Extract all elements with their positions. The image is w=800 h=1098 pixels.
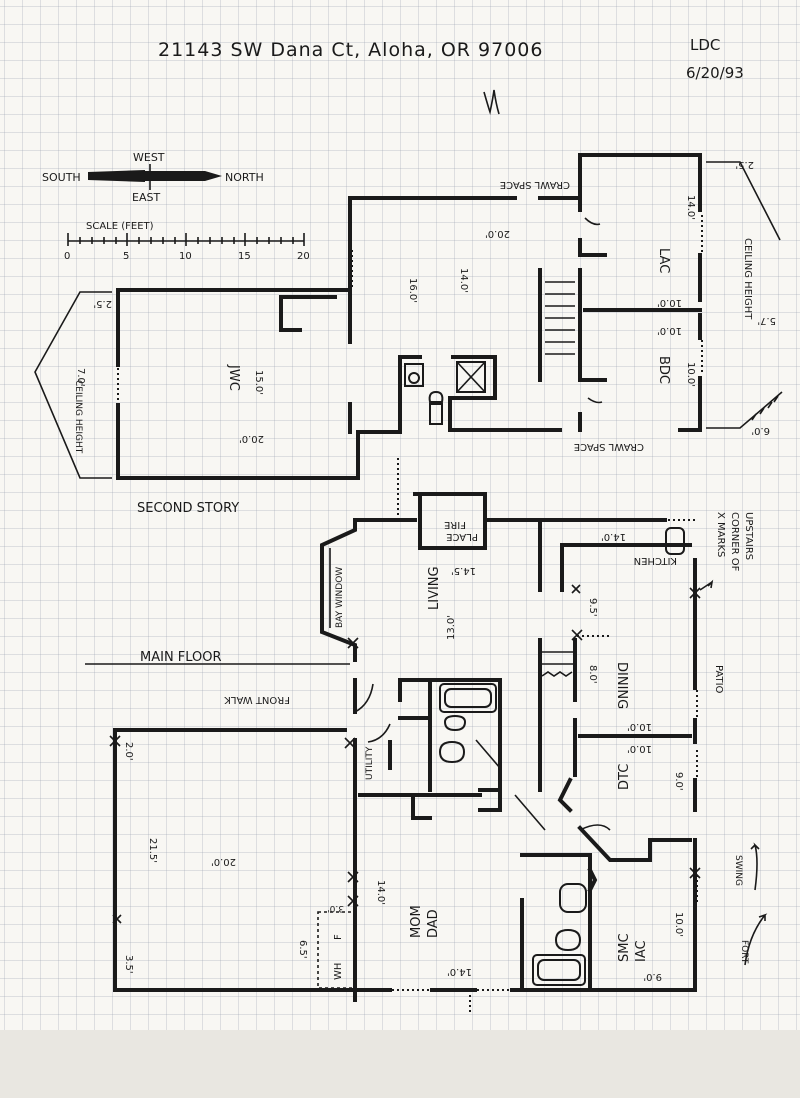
dim-yard-2: 2.0' — [123, 742, 134, 761]
corner-of-label: CORNER OF — [729, 512, 740, 572]
compass-west-label: WEST — [133, 151, 165, 164]
room-dtc: DTC — [617, 764, 632, 790]
room-dining: DINING — [614, 662, 629, 709]
scale-tick-20: 20 — [297, 251, 310, 262]
dim-yard-3-5: 3.5' — [123, 955, 134, 974]
dim-right-5-7: 5.7' — [757, 315, 776, 326]
scribble-mark — [483, 89, 500, 116]
front-walk-label: FRONT WALK — [224, 694, 290, 705]
dim-hall-20: 20.0' — [485, 228, 510, 239]
room-lac: LAC — [656, 248, 671, 273]
dim-hall-14: 14.0' — [458, 268, 469, 293]
scale-bar: SCALE (FEET) 0 5 10 15 20 — [64, 221, 310, 262]
patio-label: PATIO — [713, 665, 724, 694]
dim-hall-16: 16.0' — [407, 278, 418, 303]
second-story-plan: CRAWL SPACE CRAWL SPACE CEILING HEIGHT C… — [34, 153, 783, 516]
dim-smc-10: 10.0' — [673, 912, 684, 937]
scale-label: SCALE (FEET) — [86, 221, 154, 232]
dim-wh-6-5: 6.5' — [297, 940, 308, 959]
compass-north-label: NORTH — [225, 171, 264, 184]
upstairs-label: UPSTAIRS — [743, 512, 754, 560]
room-wh: WH — [333, 963, 344, 980]
scale-tick-0: 0 — [64, 251, 70, 262]
fire-place-line-2: PLACE — [446, 531, 478, 542]
date-text: 6/20/93 — [686, 64, 744, 82]
room-utility: UTILITY — [365, 746, 375, 780]
scale-tick-15: 15 — [238, 251, 251, 262]
initials-text: LDC — [690, 36, 720, 54]
dim-lac-10: 10.0' — [657, 297, 682, 308]
compass-arrow-tail — [88, 170, 145, 182]
dim-dtc-10b: 10.0' — [627, 743, 652, 754]
compass-south-label: SOUTH — [42, 171, 81, 184]
dim-jwc-20: 20.0' — [239, 433, 264, 444]
address-text: 21143 SW Dana Ct, Aloha, OR 97006 — [158, 39, 543, 61]
dim-dining-8: 8.0' — [587, 665, 598, 684]
dim-right-2-5: 2.5' — [735, 159, 754, 170]
dim-kitchen-9-5: 9.5' — [587, 598, 598, 617]
dim-mom-14a: 14.0' — [375, 880, 386, 905]
swing-label: SWING — [733, 855, 743, 886]
dim-yard-21-5: 21.5' — [147, 838, 158, 863]
room-smc: SMC — [617, 933, 632, 962]
dim-mom-14b: 14.0' — [447, 966, 472, 977]
ceiling-height-right-label: CEILING HEIGHT — [742, 238, 753, 320]
dim-f-3: 3.0' — [327, 903, 344, 913]
dim-smc-9: 9.0' — [643, 971, 662, 982]
room-bdc: BDC — [656, 356, 671, 384]
dim-bdc-10a: 10.0' — [657, 325, 682, 336]
dim-bdc-10b: 10.0' — [685, 362, 696, 387]
dim-kitchen-14: 14.0' — [601, 531, 626, 542]
dim-left-2-5: 2.5' — [93, 298, 112, 309]
main-floor-title: MAIN FLOOR — [140, 650, 222, 665]
compass-arrow-head — [145, 171, 222, 181]
room-iac: IAC — [634, 940, 649, 962]
bay-window-label: BAY WINDOW — [335, 567, 345, 628]
x-marks-label: X MARKS — [715, 512, 726, 557]
dim-dtc-10a: 10.0' — [627, 721, 652, 732]
scale-tick-5: 5 — [123, 251, 129, 262]
dim-jwc-15: 15.0' — [253, 370, 264, 395]
dim-left-7-0: 7.0' — [75, 368, 86, 387]
dim-dtc-9: 9.0' — [673, 772, 684, 791]
dim-right-6-0: 6.0' — [751, 425, 770, 436]
main-floor-plan: MAIN FLOOR FRONT WALK BAY WINDOW FIRE PL… — [85, 492, 768, 1015]
scale-tick-10: 10 — [179, 251, 192, 262]
compass-east-label: EAST — [132, 191, 160, 204]
room-kitchen: KITCHEN — [634, 555, 677, 566]
dim-yard-20: 20.0' — [211, 856, 236, 867]
ceiling-height-left-label: CEILING HEIGHT — [73, 380, 83, 454]
crawl-space-bottom-label: CRAWL SPACE — [574, 441, 644, 452]
fort-label: FORT — [739, 940, 749, 964]
compass: SOUTH NORTH WEST EAST — [42, 151, 264, 204]
dim-living-14-5: 14.5' — [451, 565, 476, 576]
room-f: F — [333, 934, 344, 940]
dim-lac-14: 14.0' — [685, 195, 696, 220]
room-living: LIVING — [427, 566, 442, 610]
room-jwc: JWC — [226, 364, 241, 391]
room-mom: MOM — [409, 905, 424, 938]
fire-place-line-1: FIRE — [444, 519, 466, 530]
second-story-title: SECOND STORY — [137, 501, 239, 516]
dim-living-13: 13.0' — [446, 615, 457, 640]
room-dad: DAD — [426, 909, 441, 938]
crawl-space-top-label: CRAWL SPACE — [500, 179, 570, 190]
